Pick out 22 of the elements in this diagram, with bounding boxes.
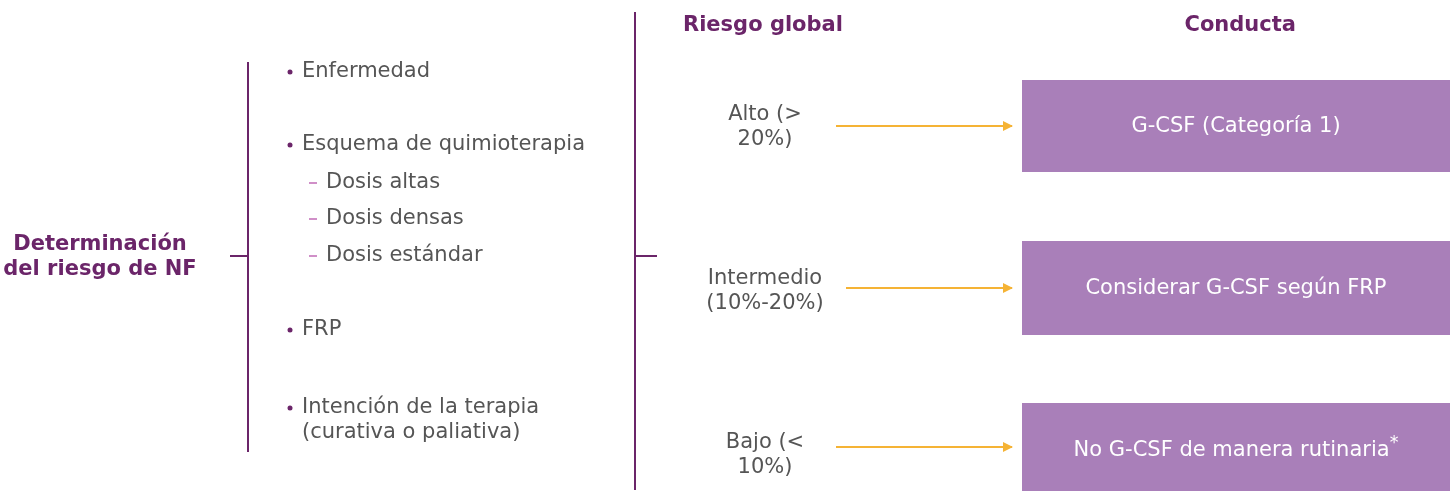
arrow [845, 283, 1013, 293]
risk-level-text: Intermedio (10%-20%) [705, 264, 825, 316]
list-item-text: Intención de la terapia (curativa o paliativa) [302, 394, 541, 445]
box-text: No G-CSF de manera rutinaria$^{*}$ [1073, 431, 1399, 463]
action-box [1022, 403, 1450, 491]
list-item-text: Esquema de quimioterapia [302, 131, 585, 157]
arrow [835, 442, 1013, 452]
sub-item-text: Dosis estándar [326, 242, 483, 268]
box-text: Considerar G-CSF según FRP [1085, 275, 1387, 301]
arrow [835, 121, 1013, 131]
heading-text: Determinación del riesgo de NF [2, 230, 198, 282]
action-box [1022, 241, 1450, 335]
sub-item-text: Dosis altas [326, 169, 441, 195]
column-heading: Riesgo global [683, 12, 843, 38]
list-item-text: Enfermedad [302, 58, 431, 84]
action-box [1022, 80, 1450, 172]
column-heading: Conducta [1184, 12, 1296, 38]
risk-level-text: Alto (> 20%) [727, 100, 803, 152]
box-text: G-CSF (Categoría 1) [1131, 113, 1341, 139]
risk-level-text: Bajo (< 10%) [724, 428, 806, 480]
list-item-text: FRP [302, 316, 342, 342]
sub-item-text: Dosis densas [326, 205, 464, 231]
